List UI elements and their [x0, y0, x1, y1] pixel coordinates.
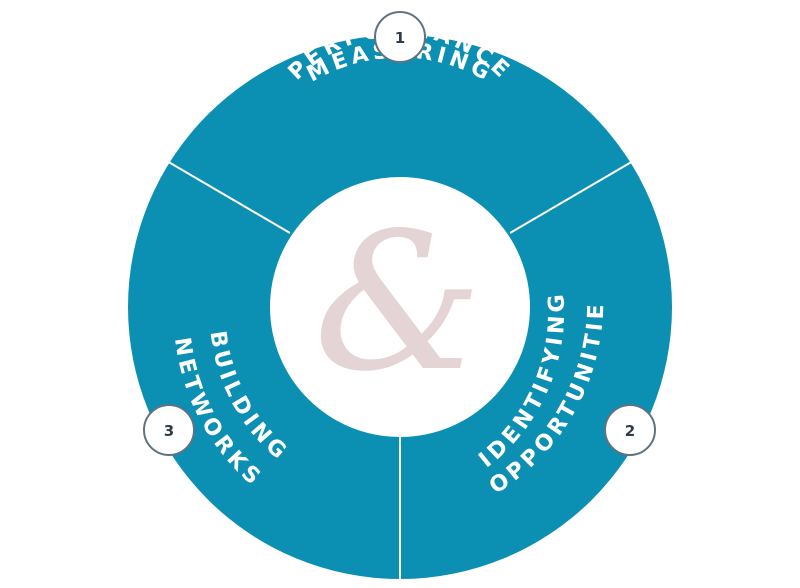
divider-right: [509, 156, 641, 234]
center-circle: [270, 177, 530, 437]
ampersand-symbol: &: [313, 192, 482, 413]
step-badge-2: 2: [604, 404, 656, 456]
step-badge-3: 3: [143, 404, 195, 456]
step-number-1: 1: [395, 29, 405, 47]
divider-left: [159, 156, 291, 234]
step-number-3: 3: [164, 422, 174, 440]
step-badge-1: 1: [374, 11, 426, 63]
step-number-2: 2: [625, 422, 635, 440]
